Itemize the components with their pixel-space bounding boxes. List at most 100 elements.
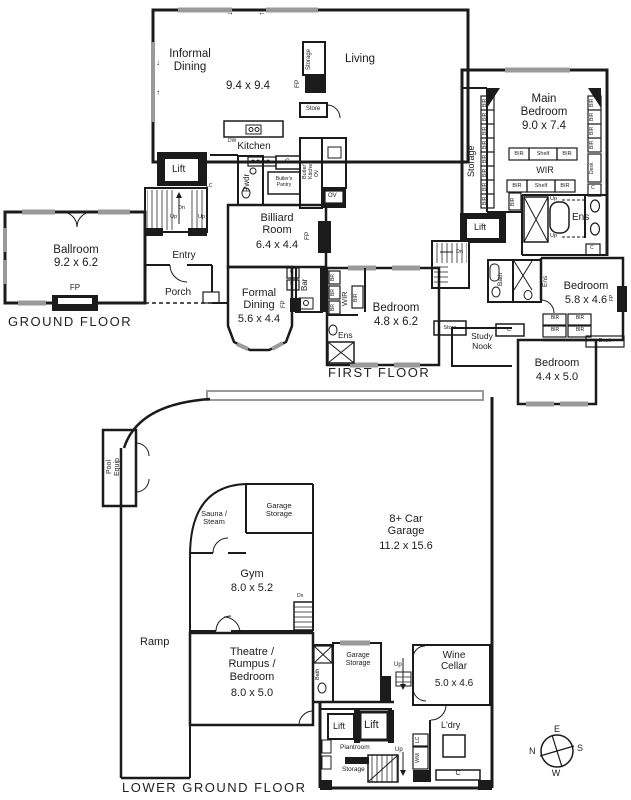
fp-label-billiard: FP xyxy=(304,231,311,241)
room-label-billiard: Billiard Room xyxy=(260,212,294,237)
lift-label-ground: Lift xyxy=(172,164,186,175)
up-label-first-1: Up xyxy=(550,196,558,202)
c-label-bar-1: C xyxy=(290,269,294,275)
ens-label-bedroom1: Ens xyxy=(338,330,353,340)
dims-bedroom2: 5.8 x 4.6 xyxy=(564,294,608,306)
bir-row2-a: BIR xyxy=(512,183,522,189)
bir-label-bedroom1: BIR xyxy=(353,293,359,302)
wm-label-lower: WM xyxy=(415,753,421,763)
floor-title-first: FIRST FLOOR xyxy=(328,365,431,380)
bir-l4: BIR xyxy=(482,140,488,150)
room-label-living: Living xyxy=(344,53,376,65)
compass-south: S xyxy=(577,743,584,753)
up-label-first-2: Up xyxy=(550,233,558,239)
dims-bedroom3: 4.4 x 5.0 xyxy=(535,371,579,383)
room-label-informal-dining: Informal Dining xyxy=(169,48,211,73)
bir-l8: BIR xyxy=(482,196,488,206)
bir-g3: BIR xyxy=(550,327,560,333)
bar-label: Bar xyxy=(300,278,309,292)
bir-g2: BIR xyxy=(575,315,585,321)
c-label-laundry: C xyxy=(455,770,461,777)
room-label-garage: 8+ Car Garage xyxy=(387,513,425,538)
room-label-sauna: Sauna / Steam xyxy=(201,509,227,527)
fp-label-bedroom2: FP xyxy=(609,294,615,302)
room-label-wine-cellar: Wine Cellar xyxy=(440,650,468,673)
formal-dining-fireplace xyxy=(290,298,301,312)
compass-east: E xyxy=(553,724,561,734)
storage-label-lower: Storage xyxy=(342,766,365,773)
bath-label-first: Bath xyxy=(497,272,504,286)
lift-label-lower-1: Lift xyxy=(333,721,346,731)
dims-informal-dining: 9.4 x 9.4 xyxy=(225,80,271,92)
bir-v-small: BIR xyxy=(510,197,516,207)
slide-arrow-down-icon: ↓ xyxy=(156,58,160,67)
store-label-first: Store xyxy=(443,325,457,331)
room-label-ramp: Ramp xyxy=(140,636,170,648)
room-label-entry: Entry xyxy=(172,250,196,261)
wir-label-main: WIR xyxy=(536,165,554,175)
ground-stairs xyxy=(144,187,208,236)
room-label-pwdr: Pwdr xyxy=(242,173,251,193)
shelf-row2: Shelf xyxy=(534,183,548,189)
bir-l7: BIR xyxy=(482,182,488,192)
room-label-main-bedroom: Main Bedroom xyxy=(520,93,568,118)
room-label-porch: Porch xyxy=(164,287,192,298)
bir-row1-a: BIR xyxy=(514,151,524,157)
dims-garage: 11.2 x 15.6 xyxy=(379,540,433,552)
room-label-bedroom1: Bedroom xyxy=(372,302,420,314)
ground-floor-walls xyxy=(3,7,470,352)
bir-l3: BIR xyxy=(482,126,488,136)
room-label-bedroom2: Bedroom xyxy=(563,280,609,292)
br-2: BR xyxy=(330,289,336,296)
bir-g4: BIR xyxy=(575,327,585,333)
dn-label-ground: Dn xyxy=(178,205,186,211)
bir-r1: BIR xyxy=(589,98,595,108)
dims-formal-dining: 5.6 x 4.4 xyxy=(237,313,281,325)
ens-label-2: Ens xyxy=(542,275,549,287)
room-label-garage-storage-lower: Garage Storage xyxy=(345,652,371,667)
lower-ground-walls xyxy=(101,390,575,790)
room-label-gym: Gym xyxy=(240,568,264,580)
dims-gym: 8.0 x 5.2 xyxy=(230,582,274,594)
lc-label-ground: LC xyxy=(206,183,213,189)
room-label-kitchen: Kitchen xyxy=(237,141,271,152)
compass-rose xyxy=(539,734,575,768)
store-label: Store xyxy=(305,106,321,112)
c-label-ens: C xyxy=(590,245,594,251)
room-label-pool-equip: Pool Equip xyxy=(106,458,121,476)
bir-r2: BIR xyxy=(589,112,595,122)
bath-label-lower: Bath xyxy=(315,668,321,680)
bir-g1: BIR xyxy=(550,315,560,321)
wir-label-bedroom1: WIR xyxy=(340,291,349,307)
dims-bedroom1: 4.8 x 6.2 xyxy=(373,316,419,328)
fp-label-formal: FP xyxy=(281,300,287,308)
compass-west: W xyxy=(551,768,561,778)
room-label-garage-storage-upper: Garage Storage xyxy=(265,501,293,519)
lift-label-first: Lift xyxy=(474,222,487,232)
room-label-formal-dining: Formal Dining xyxy=(241,287,277,312)
up-label-lower-2: Up xyxy=(395,747,403,753)
ov-label-1: OV xyxy=(314,169,320,177)
bir-l2: BIR xyxy=(482,112,488,122)
floor-title-lower: LOWER GROUND FLOOR xyxy=(122,780,307,795)
storage-label: Storage xyxy=(306,48,312,70)
dims-main-bedroom: 9.0 x 7.4 xyxy=(521,120,567,132)
fp-label-ballroom: FP xyxy=(69,283,81,292)
room-label-ballroom: Ballroom xyxy=(53,244,99,256)
br-3: BR xyxy=(330,304,336,311)
dims-ballroom: 9.2 x 6.2 xyxy=(53,257,99,269)
lift-label-lower-2: Lift xyxy=(364,719,379,731)
dn-label-lower: Dn xyxy=(297,593,304,599)
dn-label-first: Dn xyxy=(456,249,464,255)
slide-arrow-up-icon: ↑ xyxy=(156,88,160,97)
lc-label-lower: LC xyxy=(415,736,421,744)
room-label-laundry: L'dry xyxy=(441,720,461,730)
billiard-fireplace xyxy=(318,221,331,253)
ens-label-main: Ens xyxy=(572,212,590,223)
ensuite-bathtub xyxy=(549,201,570,234)
bir-r4: BIR xyxy=(589,140,595,150)
bir-l1: BIR xyxy=(482,98,488,108)
room-label-butlers-kitchen: Butler's Kitchen xyxy=(302,160,315,180)
